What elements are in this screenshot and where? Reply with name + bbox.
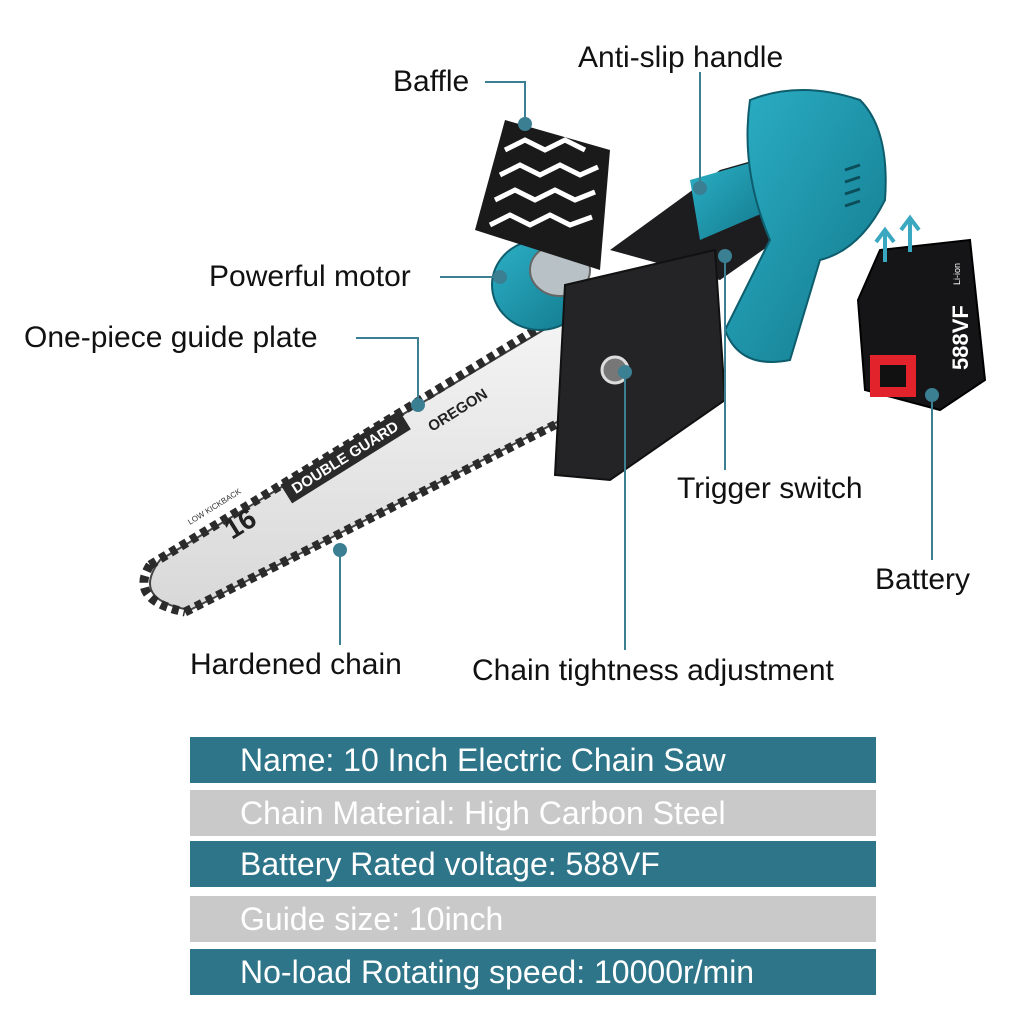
side-cover <box>553 248 727 482</box>
saw-body <box>610 89 887 363</box>
baffle <box>475 120 610 270</box>
guide-bar: OREGON DOUBLE GUARD 16 LOW KICKBACK <box>139 311 603 617</box>
callout-baffle: Baffle <box>393 65 470 98</box>
callout-battery: Battery <box>875 563 971 596</box>
guide-plate-leader <box>356 337 419 405</box>
spec-row-rotating-speed: No-load Rotating speed: 10000r/min <box>190 949 876 995</box>
callout-powerful-motor: Powerful motor <box>209 260 411 293</box>
callout-chain-tightness: Chain tightness adjustment <box>472 654 834 687</box>
battery-label-text: 588VF <box>948 305 973 370</box>
remove-arrows-icon <box>874 214 921 262</box>
spec-row-chain-material: Chain Material: High Carbon Steel <box>190 790 876 836</box>
callout-guide-plate: One-piece guide plate <box>24 321 318 354</box>
baffle-leader <box>485 81 526 122</box>
callout-hardened-chain: Hardened chain <box>190 648 402 681</box>
spec-row-name: Name: 10 Inch Electric Chain Saw <box>190 737 876 783</box>
callout-anti-slip-handle: Anti-slip handle <box>578 41 784 74</box>
chainsaw-illustration: OREGON DOUBLE GUARD 16 LOW KICKBACK <box>139 72 987 650</box>
callout-trigger-switch: Trigger switch <box>677 472 863 505</box>
spec-row-guide-size: Guide size: 10inch <box>190 896 876 942</box>
vent-slots <box>844 163 861 208</box>
battery-sub-text: Li-ion <box>952 263 962 285</box>
battery-pack: 588VF Li-ion <box>856 214 987 412</box>
callout-lines <box>333 72 939 650</box>
spec-row-battery-voltage: Battery Rated voltage: 588VF <box>190 841 876 887</box>
